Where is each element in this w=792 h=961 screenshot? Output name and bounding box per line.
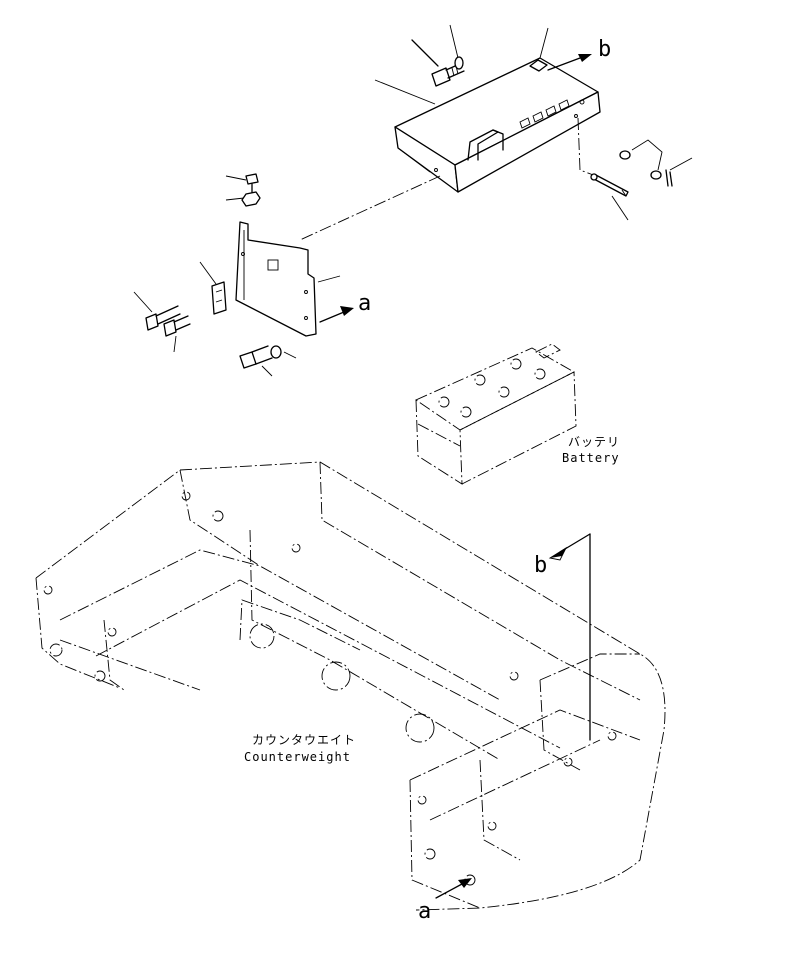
- counterweight-outline: [35, 461, 666, 911]
- battery-label-en: Battery: [562, 451, 620, 465]
- washer-icon: [449, 24, 464, 70]
- arrow-a-bottom: a: [418, 878, 472, 924]
- screw-icon: [163, 315, 191, 353]
- bolt-icon: [411, 39, 465, 87]
- counterweight-label-en: Counterweight: [244, 750, 351, 764]
- latch-icon: [199, 261, 227, 315]
- battery-label-jp: バッテリ: [568, 435, 620, 449]
- arrow-a-mid: a: [319, 291, 371, 323]
- battery-outline: [415, 343, 577, 485]
- lock-pin: [577, 117, 693, 221]
- bolt-small-icon: [225, 173, 259, 195]
- screw-icon: [133, 291, 181, 331]
- bracket-plate: [235, 221, 317, 337]
- arrow-b-bottom: b: [534, 533, 591, 741]
- counterweight-label-jp: カウンタウエイト: [252, 733, 356, 747]
- nut-icon: [225, 191, 261, 207]
- arrow-b-top: b: [547, 37, 611, 71]
- battery-cover: [394, 57, 601, 193]
- ref-b-top: b: [598, 37, 611, 62]
- ref-a-mid: a: [358, 291, 371, 316]
- bolt-icon: [239, 345, 297, 377]
- ref-b-bottom: b: [534, 553, 547, 578]
- ref-a-bottom: a: [418, 899, 431, 924]
